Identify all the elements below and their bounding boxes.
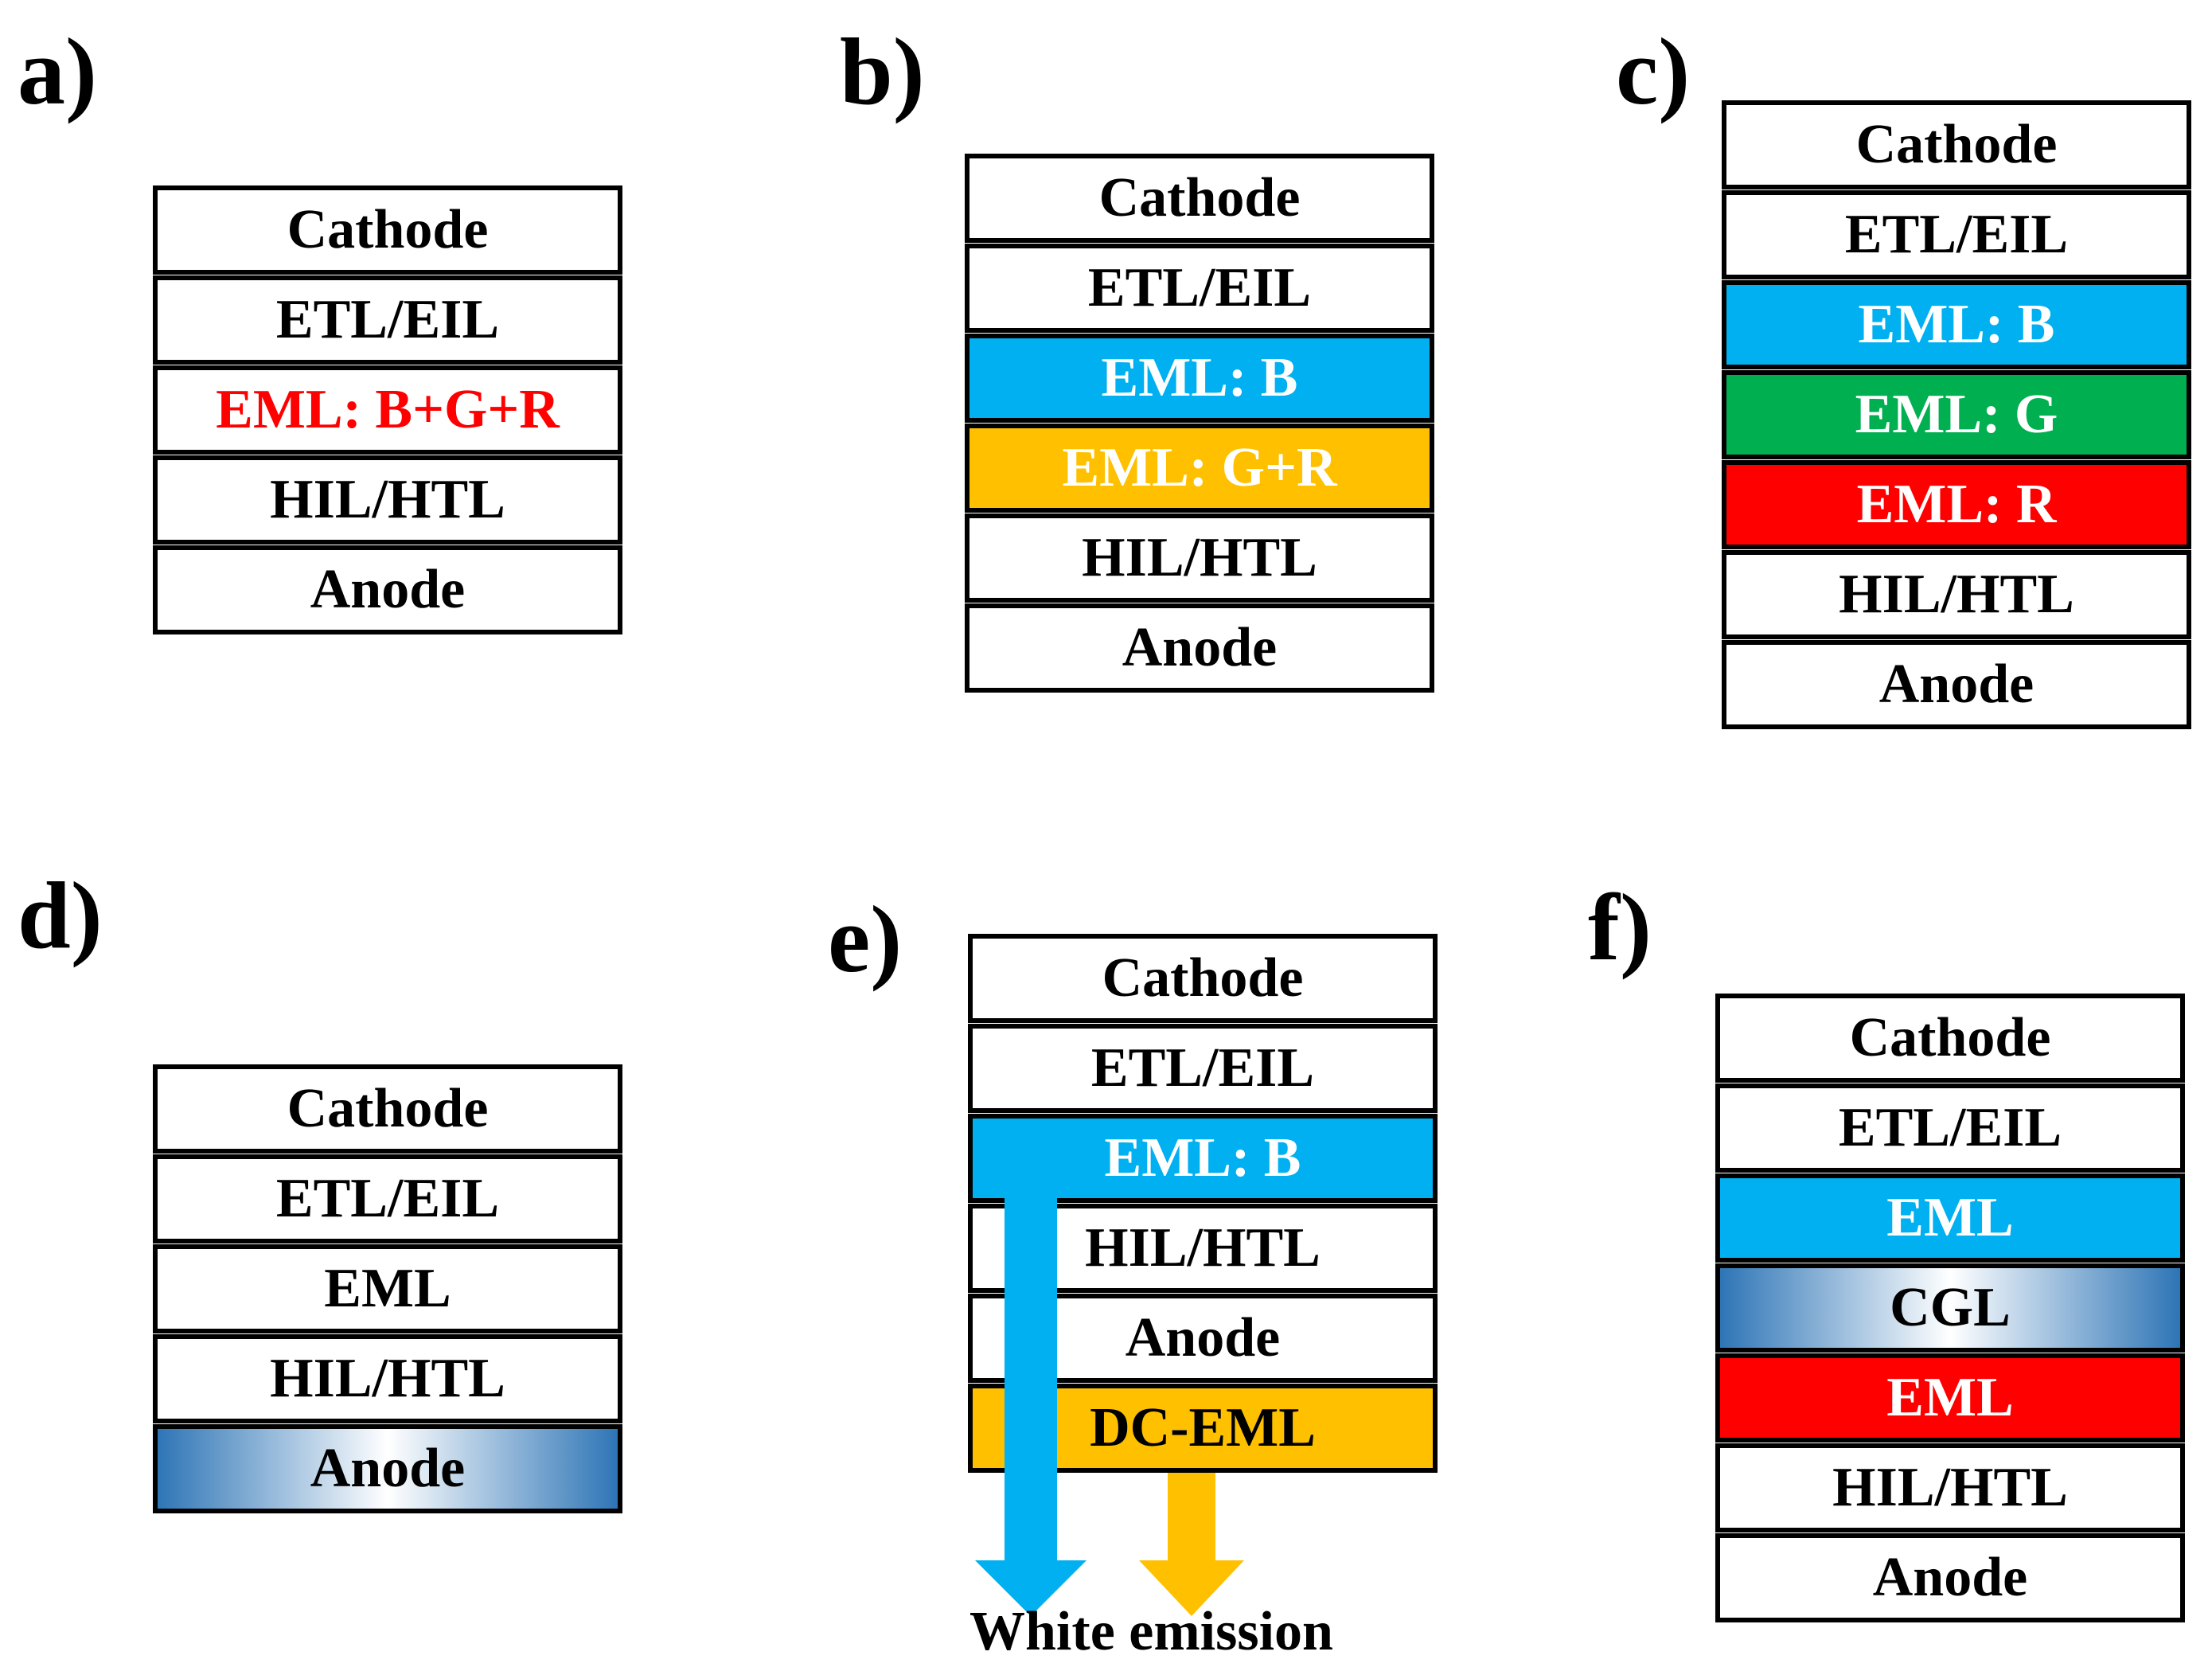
layer-label: EML: B <box>1101 347 1298 408</box>
layer-dc-eml: DC-EML <box>968 1384 1438 1473</box>
layer-label: EML: B+G+R <box>216 379 560 440</box>
layer-label: Cathode <box>287 1078 489 1139</box>
layer-label: EML: G+R <box>1062 437 1337 498</box>
layer-eml-b: EML: B <box>1722 280 2191 369</box>
layer-label: EML <box>324 1258 451 1319</box>
layer-cathode: Cathode <box>1715 994 2185 1083</box>
layer-eml-r: EML: R <box>1722 460 2191 549</box>
layer-label: HIL/HTL <box>270 1348 505 1409</box>
layer-anode: Anode <box>968 1294 1438 1383</box>
layer-label: ETL/EIL <box>1090 1037 1315 1099</box>
layer-label: Cathode <box>1849 1007 2051 1068</box>
layer-eml-g-r: EML: G+R <box>965 424 1434 513</box>
layer-hil-htl: HIL/HTL <box>965 513 1434 603</box>
layer-eml-g: EML: G <box>1722 370 2191 459</box>
panel-label-c: c) <box>1616 18 1691 124</box>
layer-etl-eil: ETL/EIL <box>968 1024 1438 1113</box>
layer-label: ETL/EIL <box>1087 257 1312 318</box>
layer-anode: Anode <box>153 545 622 634</box>
layer-etl-eil: ETL/EIL <box>153 275 622 365</box>
layer-label: CGL <box>1890 1277 2011 1338</box>
layer-cathode: Cathode <box>1722 100 2191 189</box>
layer-label: EML <box>1886 1367 2014 1428</box>
layer-label: EML: G <box>1855 384 2058 445</box>
layer-anode: Anode <box>1715 1533 2185 1622</box>
layer-label: Cathode <box>1855 114 2058 175</box>
panel-label-f: f) <box>1588 874 1652 980</box>
layer-etl-eil: ETL/EIL <box>1722 190 2191 279</box>
layer-etl-eil: ETL/EIL <box>153 1154 622 1243</box>
white-emission-caption: White emission <box>969 1601 1333 1662</box>
layer-label: Cathode <box>287 199 489 260</box>
layer-label: HIL/HTL <box>1082 527 1317 588</box>
layer-cathode: Cathode <box>968 934 1438 1023</box>
layer-eml-b: EML: B <box>968 1114 1438 1203</box>
layer-label: EML <box>1886 1187 2014 1248</box>
layer-eml: EML <box>1715 1353 2185 1443</box>
layer-hil-htl: HIL/HTL <box>968 1204 1438 1293</box>
panel-label-a: a) <box>18 18 97 124</box>
layer-label: ETL/EIL <box>275 289 500 350</box>
layer-cgl: CGL <box>1715 1263 2185 1353</box>
layer-hil-htl: HIL/HTL <box>153 1334 622 1423</box>
layer-label: ETL/EIL <box>1844 204 2069 265</box>
layer-eml: EML <box>1715 1173 2185 1263</box>
layer-label: HIL/HTL <box>1839 564 2074 625</box>
layer-cathode: Cathode <box>965 154 1434 243</box>
layer-label: HIL/HTL <box>1085 1217 1321 1279</box>
layer-label: EML: B <box>1858 294 2055 355</box>
panel-label-d: d) <box>18 862 103 968</box>
layer-eml-b: EML: B <box>965 334 1434 423</box>
layer-label: Anode <box>310 559 466 620</box>
layer-label: HIL/HTL <box>1832 1457 2068 1518</box>
layer-label: Anode <box>1125 1307 1281 1368</box>
layer-hil-htl: HIL/HTL <box>1715 1443 2185 1532</box>
layer-label: Anode <box>1878 654 2034 715</box>
layer-hil-htl: HIL/HTL <box>1722 550 2191 639</box>
layer-label: Anode <box>1872 1547 2028 1608</box>
layer-label: ETL/EIL <box>1838 1097 2062 1158</box>
layer-etl-eil: ETL/EIL <box>1715 1083 2185 1173</box>
panel-label-b: b) <box>840 18 925 124</box>
layer-label: EML: R <box>1856 474 2057 535</box>
orange-emission-arrow <box>1139 1473 1244 1616</box>
layer-cathode: Cathode <box>153 185 622 275</box>
layer-label: Cathode <box>1102 947 1304 1009</box>
layer-label: Anode <box>310 1438 466 1499</box>
layer-eml: EML <box>153 1244 622 1333</box>
layer-eml-b-g-r: EML: B+G+R <box>153 365 622 455</box>
layer-cathode: Cathode <box>153 1064 622 1154</box>
layer-label: Anode <box>1122 617 1278 678</box>
layer-label: ETL/EIL <box>275 1168 500 1229</box>
layer-anode: Anode <box>153 1424 622 1513</box>
layer-label: HIL/HTL <box>270 469 505 530</box>
layer-hil-htl: HIL/HTL <box>153 455 622 545</box>
layer-label: DC-EML <box>1090 1397 1316 1458</box>
layer-label: Cathode <box>1098 167 1301 228</box>
layer-anode: Anode <box>965 603 1434 693</box>
layer-etl-eil: ETL/EIL <box>965 244 1434 333</box>
layer-anode: Anode <box>1722 640 2191 729</box>
layer-label: EML: B <box>1104 1127 1301 1189</box>
panel-label-e: e) <box>828 886 903 992</box>
